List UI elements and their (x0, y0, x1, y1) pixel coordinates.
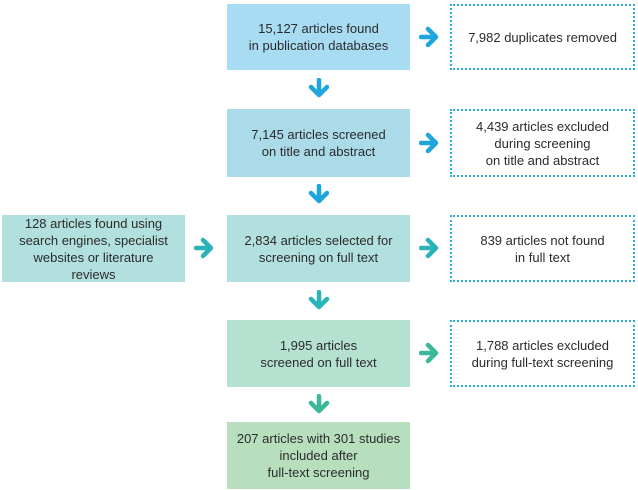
arrow-down-icon (308, 78, 330, 98)
side-output-not-found: 839 articles not found in full text (450, 215, 635, 282)
flow-box-title-abstract: 7,145 articles screened on title and abs… (227, 109, 410, 177)
flow-box-selected-full-text-text: 2,834 articles selected for screening on… (244, 232, 393, 265)
flow-box-selected-full-text: 2,834 articles selected for screening on… (227, 215, 410, 282)
side-output-not-found-text: 839 articles not found in full text (480, 232, 605, 265)
flow-box-databases-text: 15,127 articles found in publication dat… (248, 21, 389, 53)
flow-box-screened-full-text-text: 1,995 articles screened on full text (260, 337, 377, 370)
arrow-down-icon (308, 394, 330, 414)
arrow-right-icon (194, 237, 214, 259)
side-input-other-sources: 128 articles found using search engines,… (2, 215, 185, 282)
side-output-duplicates-text: 7,982 duplicates removed (468, 29, 617, 45)
arrow-right-icon (419, 132, 439, 154)
side-input-other-sources-text: 128 articles found using search engines,… (19, 215, 168, 282)
side-output-excluded-full-text: 1,788 articles excluded during full-text… (450, 320, 635, 387)
side-output-excluded-title-abstract: 4,439 articles excluded during screening… (450, 109, 635, 177)
arrow-down-icon (308, 290, 330, 310)
flow-box-screened-full-text: 1,995 articles screened on full text (227, 320, 410, 387)
arrow-right-icon (419, 237, 439, 259)
arrow-down-icon (308, 184, 330, 204)
flow-box-title-abstract-text: 7,145 articles screened on title and abs… (251, 127, 386, 159)
arrow-right-icon (419, 26, 439, 48)
arrow-right-icon (419, 342, 439, 364)
side-output-duplicates: 7,982 duplicates removed (450, 4, 635, 70)
side-output-excluded-full-text-text: 1,788 articles excluded during full-text… (471, 337, 614, 370)
side-output-excluded-title-abstract-text: 4,439 articles excluded during screening… (476, 118, 609, 168)
flow-box-databases: 15,127 articles found in publication dat… (227, 4, 410, 70)
flow-box-included-text: 207 articles with 301 studies included a… (236, 431, 401, 480)
flow-box-included: 207 articles with 301 studies included a… (227, 422, 410, 489)
